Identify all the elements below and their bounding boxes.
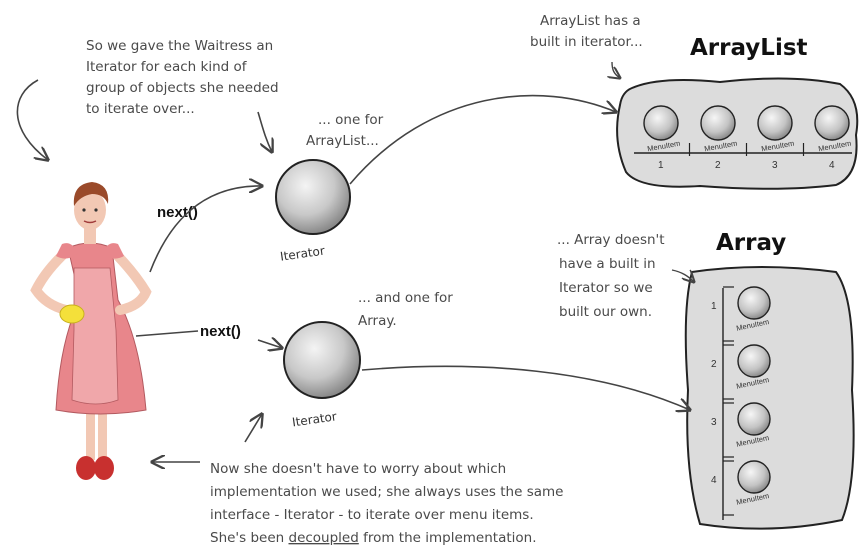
array-menuitem	[738, 403, 770, 435]
arraylist-title: ArrayList	[690, 35, 808, 61]
conclusion-annotation: Now she doesn't have to worry about whic…	[210, 461, 568, 546]
annotation-line: ... Array doesn't	[557, 232, 665, 248]
conclusion-up-arrow	[245, 414, 262, 442]
waitress-figure	[36, 182, 146, 480]
conclusion-line: interface - Iterator - to iterate over m…	[210, 507, 534, 523]
array-title: Array	[716, 230, 786, 256]
array-menuitem	[738, 461, 770, 493]
one-for-array-annotation: ... and one for Array.	[358, 290, 457, 329]
array-index: 4	[711, 475, 717, 486]
array-index: 3	[711, 417, 717, 428]
waitress-to-top-iterator-arrow	[150, 186, 262, 272]
arraylist-note-arrow	[612, 62, 620, 78]
arraylist-menuitem	[701, 106, 735, 140]
arraylist-builtin-annotation: ArrayList has a built in iterator...	[530, 13, 645, 50]
one-for-arraylist-annotation: ... one for ArrayList...	[306, 112, 387, 149]
intro-down-arrow	[258, 112, 272, 152]
array-index: 1	[711, 301, 717, 312]
annotation-line: ArrayList has a	[540, 13, 641, 29]
iterator-label-top: Iterator	[279, 244, 325, 264]
array-index: 2	[711, 359, 717, 370]
intro-line: group of objects she needed	[86, 80, 279, 96]
array-no-builtin-annotation: ... Array doesn't have a built in Iterat…	[557, 232, 669, 320]
arraylist-index: 2	[715, 160, 721, 171]
conclusion-line: implementation we used; she always uses …	[210, 484, 563, 500]
annotation-line: ArrayList...	[306, 133, 379, 149]
arraylist-menuitem	[815, 106, 849, 140]
decoupled-word: decoupled	[289, 530, 359, 546]
intro-annotation: So we gave the Waitress an Iterator for …	[86, 38, 283, 117]
annotation-line: ... one for	[318, 112, 384, 128]
conclusion-line: Now she doesn't have to worry about whic…	[210, 461, 506, 477]
conclusion-line-suffix: from the implementation.	[359, 530, 537, 546]
iterator-to-arraylist-arrow	[350, 96, 616, 184]
next-call-top: next()	[157, 204, 198, 221]
annotation-line: Array.	[358, 313, 397, 329]
iterator-ball-array	[284, 322, 360, 398]
annotation-line: built in iterator...	[530, 34, 643, 50]
intro-line: Iterator for each kind of	[86, 59, 248, 75]
annotation-line: built our own.	[559, 304, 652, 320]
arraylist-index: 1	[658, 160, 664, 171]
intro-curly-arrow	[17, 80, 48, 160]
annotation-line: ... and one for	[358, 290, 453, 306]
iterator-to-array-arrow	[362, 366, 690, 410]
next-call-bottom: next()	[200, 323, 241, 340]
intro-line: to iterate over...	[86, 101, 195, 117]
array-menuitem	[738, 345, 770, 377]
annotation-line: have a built in	[559, 256, 656, 272]
intro-line: So we gave the Waitress an	[86, 38, 273, 54]
arraylist-index: 4	[829, 160, 835, 171]
waitress-to-bottom-iterator-line	[136, 331, 198, 336]
bottom-next-arrow	[258, 340, 282, 348]
conclusion-line-prefix: She's been	[210, 530, 289, 546]
array-menuitem	[738, 287, 770, 319]
arraylist-menuitem	[758, 106, 792, 140]
iterator-label-bottom: Iterator	[291, 409, 337, 429]
arraylist-menuitem	[644, 106, 678, 140]
arraylist-index: 3	[772, 160, 778, 171]
annotation-line: Iterator so we	[559, 280, 653, 296]
iterator-ball-arraylist	[276, 160, 350, 234]
